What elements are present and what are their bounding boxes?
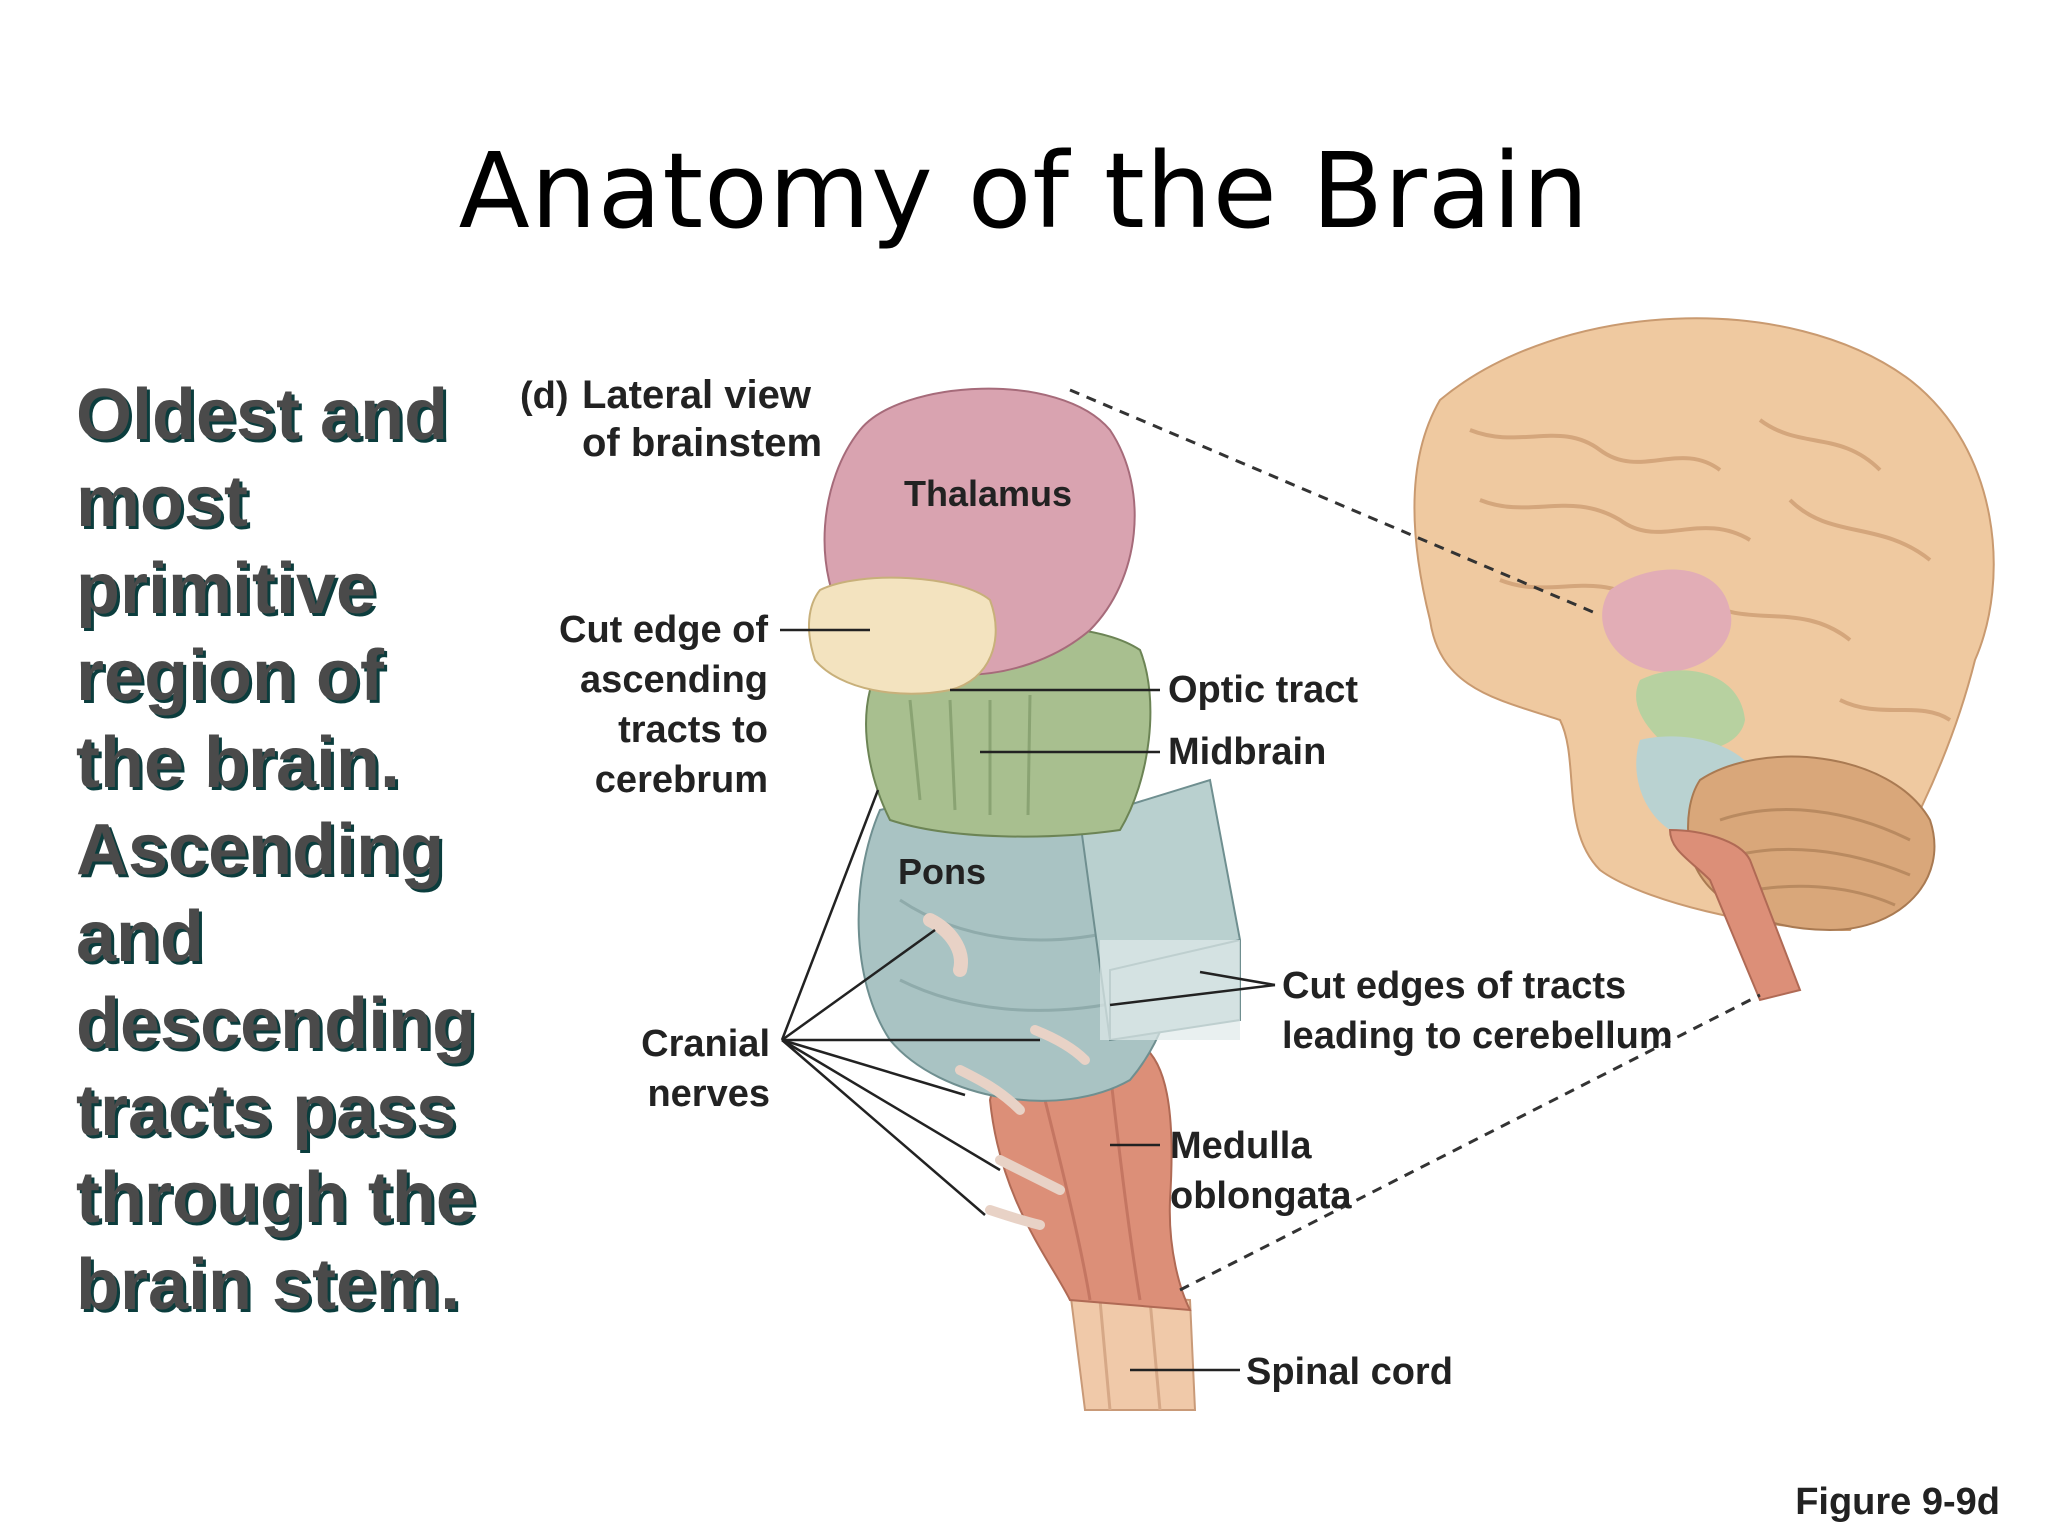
bullet-line: tracts pass xyxy=(76,1071,457,1151)
slide-title: Anatomy of the Brain xyxy=(458,130,1590,252)
cut-edge-shape xyxy=(808,576,997,695)
bullet-line: Ascending xyxy=(76,810,445,890)
bullet-line: descending xyxy=(76,984,477,1064)
brainstem-illustration xyxy=(808,387,1241,1411)
label-cut-edges-cerebellum-line: leading to cerebellum xyxy=(1282,1015,1673,1057)
figure-reference: Figure 9-9d xyxy=(1795,1481,2000,1523)
leader-lines xyxy=(780,628,1276,1372)
label-medulla-line: Medulla xyxy=(1170,1125,1312,1167)
bullet-line: and xyxy=(76,897,205,977)
panel-letter: (d) xyxy=(520,375,569,417)
label-midbrain: Midbrain xyxy=(1168,731,1326,773)
label-cut-edges-cerebellum-line: Cut edges of tracts xyxy=(1282,965,1626,1007)
label-cut-edge-line: Cut edge of xyxy=(559,609,768,651)
label-cut-edge-line: ascending xyxy=(580,659,768,701)
bullet-line: through the xyxy=(76,1158,476,1238)
label-pons: Pons xyxy=(898,851,986,892)
label-optic-tract: Optic tract xyxy=(1168,669,1358,711)
dashed-connectors xyxy=(1069,388,1761,1292)
label-cut-edge-line: cerebrum xyxy=(595,759,768,801)
panel-title-line: of brainstem xyxy=(582,421,822,465)
whole-brain-illustration xyxy=(1413,317,1995,1002)
label-cut-edge-line: tracts to xyxy=(618,709,768,751)
bullet-line: Oldest and xyxy=(76,375,449,455)
label-cranial-nerves-line: nerves xyxy=(647,1073,770,1115)
bullet-text: Oldest and most primitive region of the … xyxy=(76,372,556,1329)
label-medulla-line: oblongata xyxy=(1170,1175,1352,1217)
diencephalon-region xyxy=(1602,569,1732,672)
label-thalamus: Thalamus xyxy=(904,473,1072,514)
bullet-line: brain stem. xyxy=(76,1245,461,1325)
label-spinal-cord: Spinal cord xyxy=(1246,1351,1453,1393)
bullet-line: primitive xyxy=(76,549,377,629)
label-cranial-nerves-line: Cranial xyxy=(641,1023,770,1065)
panel-title-line: Lateral view xyxy=(582,373,812,417)
brainstem-region xyxy=(1668,828,1802,1002)
midbrain-region xyxy=(1636,670,1745,751)
bullet-line: region of xyxy=(76,636,384,716)
bullet-line: most xyxy=(76,462,249,542)
bullet-line: the brain. xyxy=(76,723,401,803)
